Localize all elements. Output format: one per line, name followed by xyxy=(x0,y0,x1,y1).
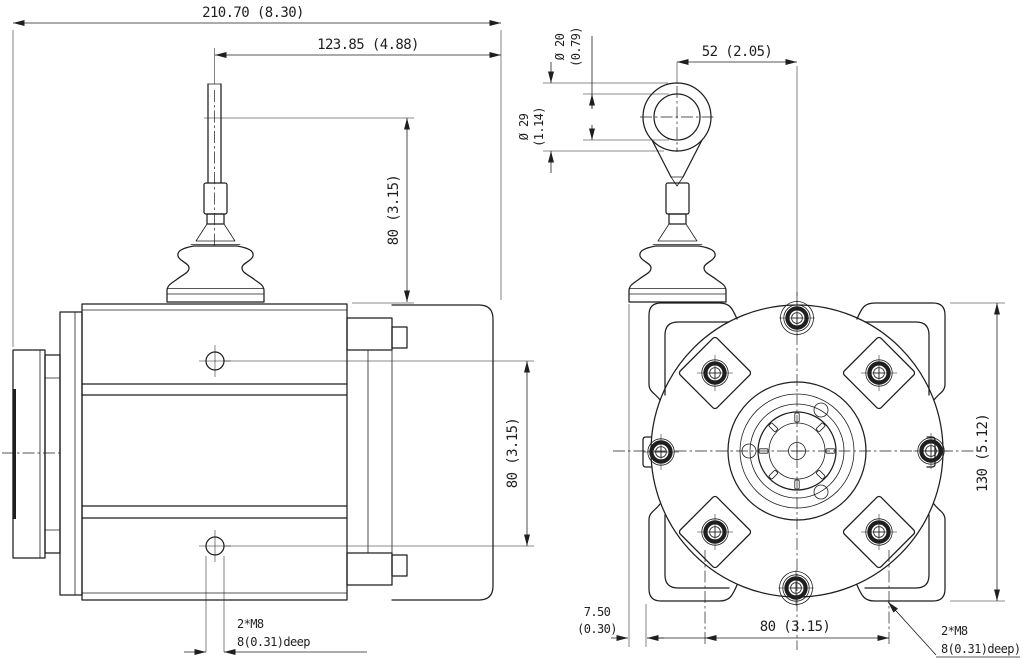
dim-grommet-offset-label-1: 7.50 xyxy=(584,605,611,619)
dim-ring-outer-label-1: Ø 29 xyxy=(517,113,531,140)
screw-head xyxy=(778,570,814,606)
side-view-body xyxy=(2,303,494,601)
dim-hole-spacing-label: 80 (3.15) xyxy=(505,418,521,488)
front-view-wire-assembly xyxy=(628,82,727,303)
note-thread-left-line1: 2*M8 xyxy=(237,617,264,631)
screw-head xyxy=(697,514,733,550)
dim-wire-height-label: 80 (3.15) xyxy=(386,175,402,245)
end-cap-seal xyxy=(12,389,16,519)
dim-wire-to-rear-label: 123.85 (4.88) xyxy=(317,37,419,53)
dim-body-height-label: 130 (5.12) xyxy=(975,414,991,492)
front-view-body xyxy=(613,292,982,650)
note-thread-left: 2*M8 8(0.31)deep xyxy=(184,556,367,655)
dim-bottom-hole-spacing-label: 80 (3.15) xyxy=(760,619,830,635)
dim-grommet-offset: 7.50 (0.30) xyxy=(577,304,705,647)
dim-overall-width-label: 210.70 (8.30) xyxy=(202,5,304,21)
dim-overall-width: 210.70 (8.30) xyxy=(12,5,502,347)
screw-head xyxy=(643,434,679,470)
side-view: 210.70 (8.30) 123.85 (4.88) 80 (3.15) 80… xyxy=(2,5,534,655)
flange-screws xyxy=(643,300,949,606)
dim-wire-to-rear: 123.85 (4.88) xyxy=(215,37,501,58)
dim-hole-spacing: 80 (3.15) xyxy=(224,360,534,547)
dim-wire-height: 80 (3.15) xyxy=(204,117,414,304)
dim-wire-offset-label: 52 (2.05) xyxy=(702,44,772,60)
corner-pads xyxy=(678,336,916,569)
note-thread-right-line2: 8(0.31)deep) xyxy=(941,642,1021,656)
note-thread-right: 2*M8 8(0.31)deep) xyxy=(887,601,1021,658)
dim-grommet-offset-label-2: (0.30) xyxy=(577,622,617,636)
wire-grommet xyxy=(628,182,727,303)
front-view: 52 (2.05) Ø 29 (1.14) Ø 20 (0.79) 130 (5… xyxy=(517,27,1021,658)
dim-wire-offset: 52 (2.05) xyxy=(676,44,798,296)
screw-head xyxy=(861,355,897,391)
dim-ring-outer-dia: Ø 29 (1.14) xyxy=(517,62,668,173)
dim-body-height: 130 (5.12) xyxy=(950,302,1005,602)
note-thread-right-line1: 2*M8 xyxy=(941,624,968,638)
dim-ring-inner-label-1: Ø 20 xyxy=(553,33,567,60)
side-view-wire-assembly xyxy=(166,48,265,303)
note-thread-left-line2: 8(0.31)deep xyxy=(237,635,310,649)
dim-ring-inner-label-2: (0.79) xyxy=(569,27,583,67)
screw-head xyxy=(861,514,897,550)
dim-bottom-hole-spacing: 80 (3.15) xyxy=(704,550,890,647)
dim-ring-outer-label-2: (1.14) xyxy=(532,107,546,147)
screw-head xyxy=(697,355,733,391)
wire-grommet xyxy=(166,182,265,303)
dim-ring-inner-dia: Ø 20 (0.79) xyxy=(553,27,669,141)
